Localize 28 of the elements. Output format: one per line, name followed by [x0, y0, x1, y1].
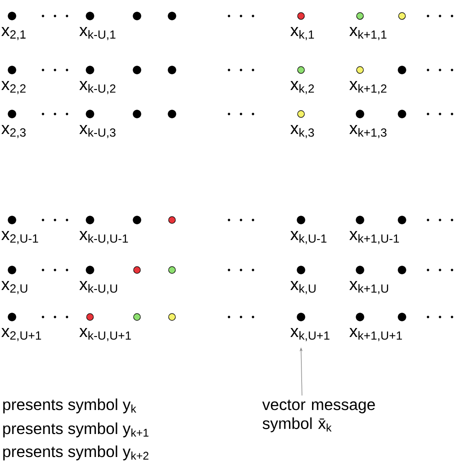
symbol-label: x$_{k-U,1}$	[79, 27, 116, 40]
legend-text: presents symbol y$_{k}$	[3, 398, 136, 414]
symbol-label: x$_{k-U,3}$	[79, 125, 116, 138]
symbol-label: x$_{k+1,3}$	[349, 125, 386, 138]
symbol-label: x$_{2,U+1}$	[1, 328, 42, 342]
legend-text: presents symbol y$_{k+2}$	[3, 445, 148, 460]
symbol-label: x$_{k+1,2}$	[349, 81, 386, 94]
symbol-label: x$_{2,3}$	[1, 125, 26, 138]
symbol-label: x$_{k,3}$	[290, 125, 314, 138]
symbol-label: x$_{k+1,U}$	[349, 281, 388, 294]
symbol-label: x$_{2,2}$	[1, 81, 26, 94]
symbol-label: x$_{2,1}$	[1, 27, 26, 40]
symbol-label: x$_{k-U,U+1}$	[79, 328, 131, 342]
symbol-label: x$_{k-U,2}$	[79, 81, 116, 94]
symbol-label: x$_{k-U,U}$	[79, 281, 118, 294]
symbol-label: x$_{k+1,1}$	[349, 27, 386, 40]
symbol-label: x$_{k,U}$	[290, 281, 316, 294]
annotation-text: vector message symbol x̄$_{k}$	[262, 400, 375, 432]
symbol-label: x$_{2,U}$	[1, 281, 28, 294]
legend-text: presents symbol y$_{k+1}$	[3, 422, 148, 438]
symbol-label: x$_{k,U+1}$	[290, 328, 330, 342]
symbol-label: x$_{k+1,U-1}$	[349, 231, 399, 244]
symbol-label: x$_{k-U,U-1}$	[79, 231, 128, 244]
symbol-label: x$_{k+1,U+1}$	[349, 328, 402, 342]
symbol-label: x$_{k,U-1}$	[290, 231, 326, 244]
symbol-label: x$_{k,2}$	[290, 81, 314, 94]
symbol-label: x$_{k,1}$	[290, 27, 314, 40]
symbol-label: x$_{2,U-1}$	[1, 231, 38, 244]
